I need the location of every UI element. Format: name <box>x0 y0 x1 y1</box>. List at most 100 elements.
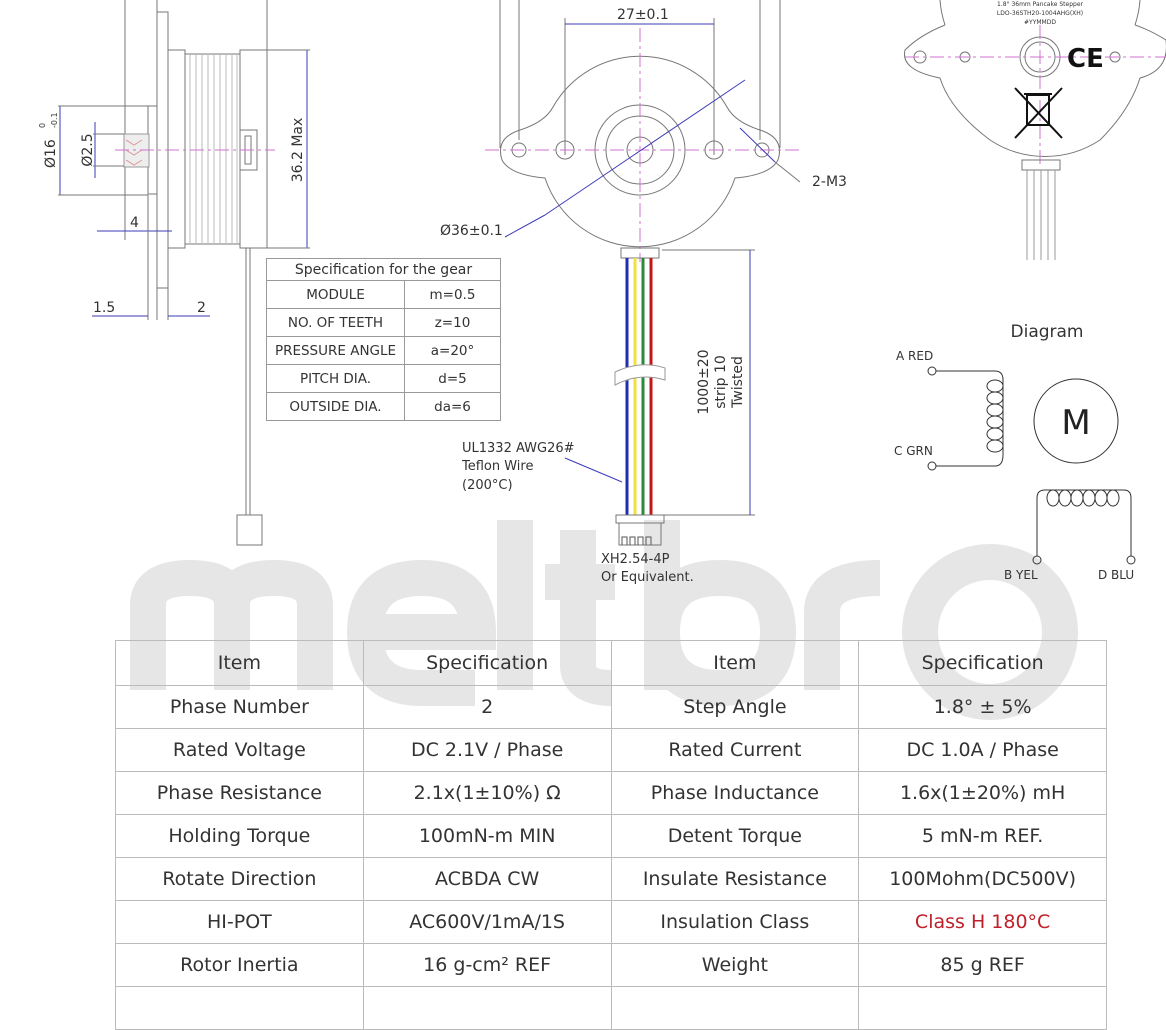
spec-item: Rotate Direction <box>115 857 364 901</box>
spec-value: Class H 180°C <box>858 900 1107 944</box>
wire-length-line: 1000±20 <box>696 349 712 414</box>
coil-ac-icon <box>986 379 1004 453</box>
spec-item: Step Angle <box>610 685 860 729</box>
wiring-diagram: Diagram A RED C GRN M B YEL D BLU <box>894 322 1136 582</box>
motor-symbol: M <box>1061 403 1090 443</box>
ce-mark-icon: CE <box>1067 44 1104 74</box>
dim-tol-upper: 0 <box>38 123 47 128</box>
back-label-line: #YYMMDD <box>1024 19 1056 26</box>
gear-label: PRESSURE ANGLE <box>266 336 405 365</box>
spec-value <box>362 986 612 1030</box>
spec-value: 1.8° ± 5% <box>858 685 1107 729</box>
spec-item: Rated Current <box>610 728 860 772</box>
spec-value: 100Mohm(DC500V) <box>858 857 1107 901</box>
spec-value: 1.6x(1±20%) mH <box>858 771 1107 815</box>
back-label-line: LDO-36STH20-1004AHG(XH) <box>997 10 1083 17</box>
header-spec: Specification <box>362 640 612 686</box>
terminal-a-red: A RED <box>896 349 933 363</box>
gear-label: PITCH DIA. <box>266 364 405 393</box>
header-spec: Specification <box>858 640 1107 686</box>
wire-length-line: Twisted <box>730 356 746 409</box>
terminal-c-grn: C GRN <box>894 444 933 458</box>
spec-value: 100mN-m MIN <box>362 814 612 858</box>
dim-1-5: 1.5 <box>93 300 115 316</box>
wire-spec-line: Teflon Wire <box>461 459 533 474</box>
front-view: 27±0.1 Ø36±0.1 2-M3 1000±20 strip 10 Twi… <box>440 0 847 585</box>
spec-item: Phase Inductance <box>610 771 860 815</box>
spec-item: HI-POT <box>115 900 364 944</box>
gear-label: OUTSIDE DIA. <box>266 392 405 421</box>
diagram-title: Diagram <box>1011 322 1084 342</box>
spec-value: 5 mN-m REF. <box>858 814 1107 858</box>
gear-value: m=0.5 <box>404 280 501 309</box>
wire-spec-line: (200°C) <box>462 478 513 493</box>
connector-line: XH2.54-4P <box>601 552 670 567</box>
gear-table-title: Specification for the gear <box>266 258 501 281</box>
spec-item: Detent Torque <box>610 814 860 858</box>
spec-value: 85 g REF <box>858 943 1107 987</box>
wire-length-label: 1000±20 strip 10 Twisted <box>696 349 746 414</box>
gear-value: d=5 <box>404 364 501 393</box>
spec-item: Rated Voltage <box>115 728 364 772</box>
dim-outer-diameter: Ø16 <box>43 139 59 168</box>
weee-bin-icon <box>1014 87 1063 139</box>
wire-spec-label: UL1332 AWG26# Teflon Wire (200°C) <box>461 441 575 493</box>
spec-item: Phase Number <box>115 685 364 729</box>
spec-item <box>115 986 364 1030</box>
back-label-line: 1.8° 36mm Pancake Stepper <box>997 1 1084 8</box>
header-item: Item <box>115 640 364 686</box>
gear-label: NO. OF TEETH <box>266 308 405 337</box>
gear-value: z=10 <box>404 308 501 337</box>
back-view: 1.8° 36mm Pancake Stepper LDO-36STH20-10… <box>903 0 1166 260</box>
spec-item: Rotor Inertia <box>115 943 364 987</box>
spec-value: ACBDA CW <box>362 857 612 901</box>
table-row: PITCH DIA.d=5 <box>266 364 501 393</box>
dim-2: 2 <box>197 300 206 316</box>
spec-value: 16 g-cm² REF <box>362 943 612 987</box>
connector-line: Or Equivalent. <box>601 570 694 585</box>
spec-item: Insulate Resistance <box>610 857 860 901</box>
terminal-d-blu: D BLU <box>1098 568 1134 582</box>
dim-diameter: Ø36±0.1 <box>440 223 503 239</box>
spec-item: Weight <box>610 943 860 987</box>
spec-value: DC 1.0A / Phase <box>858 728 1107 772</box>
header-item: Item <box>610 640 860 686</box>
dim-mount: 2-M3 <box>812 174 847 190</box>
spec-item: Phase Resistance <box>115 771 364 815</box>
motor-spec-table: Item Specification Item Specification Ph… <box>115 640 1107 1030</box>
gear-value: a=20° <box>404 336 501 365</box>
wire-spec-line: UL1332 AWG26# <box>462 441 575 456</box>
dim-4: 4 <box>130 215 139 231</box>
spec-item <box>610 986 860 1030</box>
dim-height: 36.2 Max <box>290 118 306 183</box>
terminal-b-yel: B YEL <box>1004 568 1038 582</box>
spec-value: DC 2.1V / Phase <box>362 728 612 772</box>
spec-value: 2 <box>362 685 612 729</box>
table-row <box>115 986 1107 1030</box>
dim-tol-lower: -0.1 <box>50 112 59 128</box>
coil-bd-icon <box>1046 489 1120 507</box>
side-view: Ø16 0-0.1 Ø2.5 36.2 Max 4 1.5 2 <box>38 0 310 546</box>
gear-value: da=6 <box>404 392 501 421</box>
gear-label: MODULE <box>266 280 405 309</box>
dim-shaft-diameter: Ø2.5 <box>80 133 96 166</box>
table-row: OUTSIDE DIA.da=6 <box>266 392 501 421</box>
spec-value: AC600V/1mA/1S <box>362 900 612 944</box>
spec-item: Holding Torque <box>115 814 364 858</box>
spec-value <box>858 986 1107 1030</box>
table-header-row: Item Specification Item Specification <box>115 640 1107 686</box>
spec-value: 2.1x(1±10%) Ω <box>362 771 612 815</box>
dim-hole-spacing: 27±0.1 <box>617 7 669 23</box>
spec-item: Insulation Class <box>610 900 860 944</box>
wire-length-line: strip 10 <box>713 355 729 409</box>
